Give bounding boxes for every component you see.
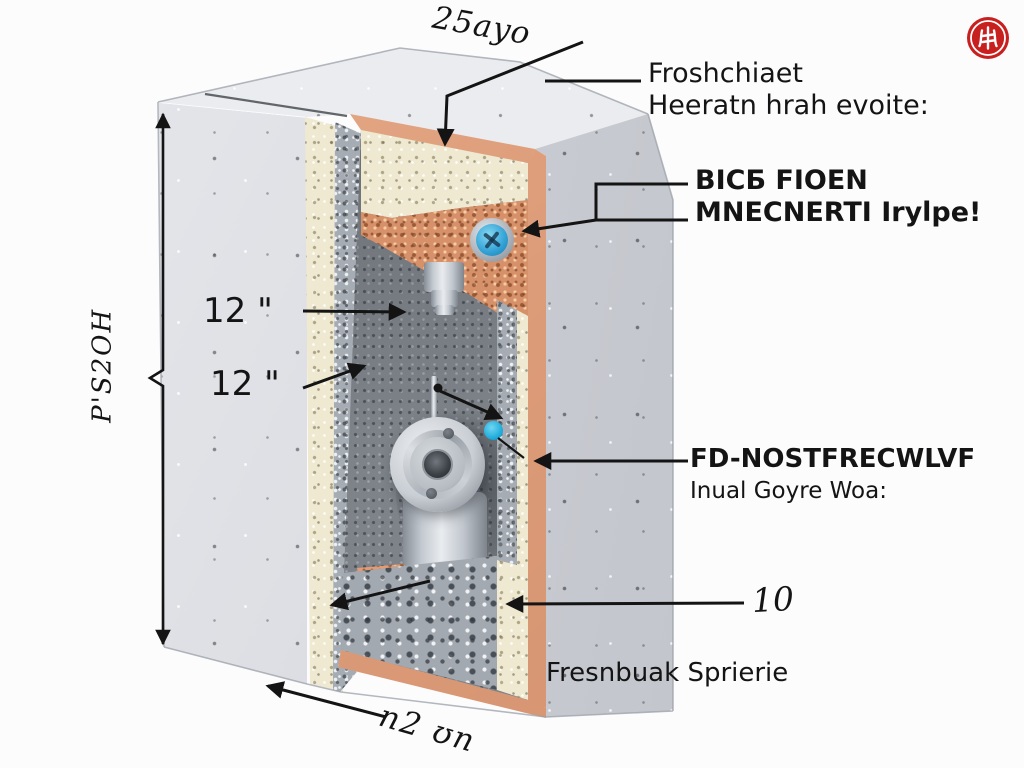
label-side-dimension: P'S2OH	[87, 307, 118, 423]
label-caption-bottom: Fresnbuak Sprierie	[546, 658, 789, 688]
callout1-line-2: MNECNERTI Irylpe!	[695, 196, 982, 228]
label-note-top-right: Froshchiaet Heeratn hrah evoite:	[648, 58, 929, 122]
callout2-line-1: FD-NOSTFRECWLVF	[690, 444, 976, 474]
label-dim-12-b: 12 "	[210, 364, 280, 404]
pipe-tip	[435, 305, 454, 315]
valve-bolt-hole-top	[443, 428, 454, 439]
red-seal-logo	[966, 16, 1010, 60]
pipe-stub-top	[424, 262, 464, 292]
valve-rod	[431, 376, 437, 424]
note-line-1: Froshchiaet	[648, 58, 803, 89]
callout2-line-2: Inual Goyre Woa:	[690, 477, 887, 504]
pipe-collar	[431, 290, 458, 307]
label-callout-1: BICБ FIOEN MNECNERTI Irylpe!	[695, 165, 981, 229]
blue-indicator-dot	[484, 421, 503, 440]
label-dim-12-a: 12 "	[203, 291, 273, 331]
callout1-line-1: BICБ FIOEN	[695, 165, 868, 196]
valve-bore	[422, 449, 453, 480]
label-callout-2: FD-NOSTFRECWLVF Inual Goyre Woa:	[690, 444, 975, 505]
red-seal-icon	[967, 17, 1009, 59]
valve-bolt-hole-bottom	[426, 488, 437, 499]
note-line-2: Heeratn hrah evoite:	[648, 89, 929, 121]
label-dim-10: 10	[750, 578, 795, 621]
